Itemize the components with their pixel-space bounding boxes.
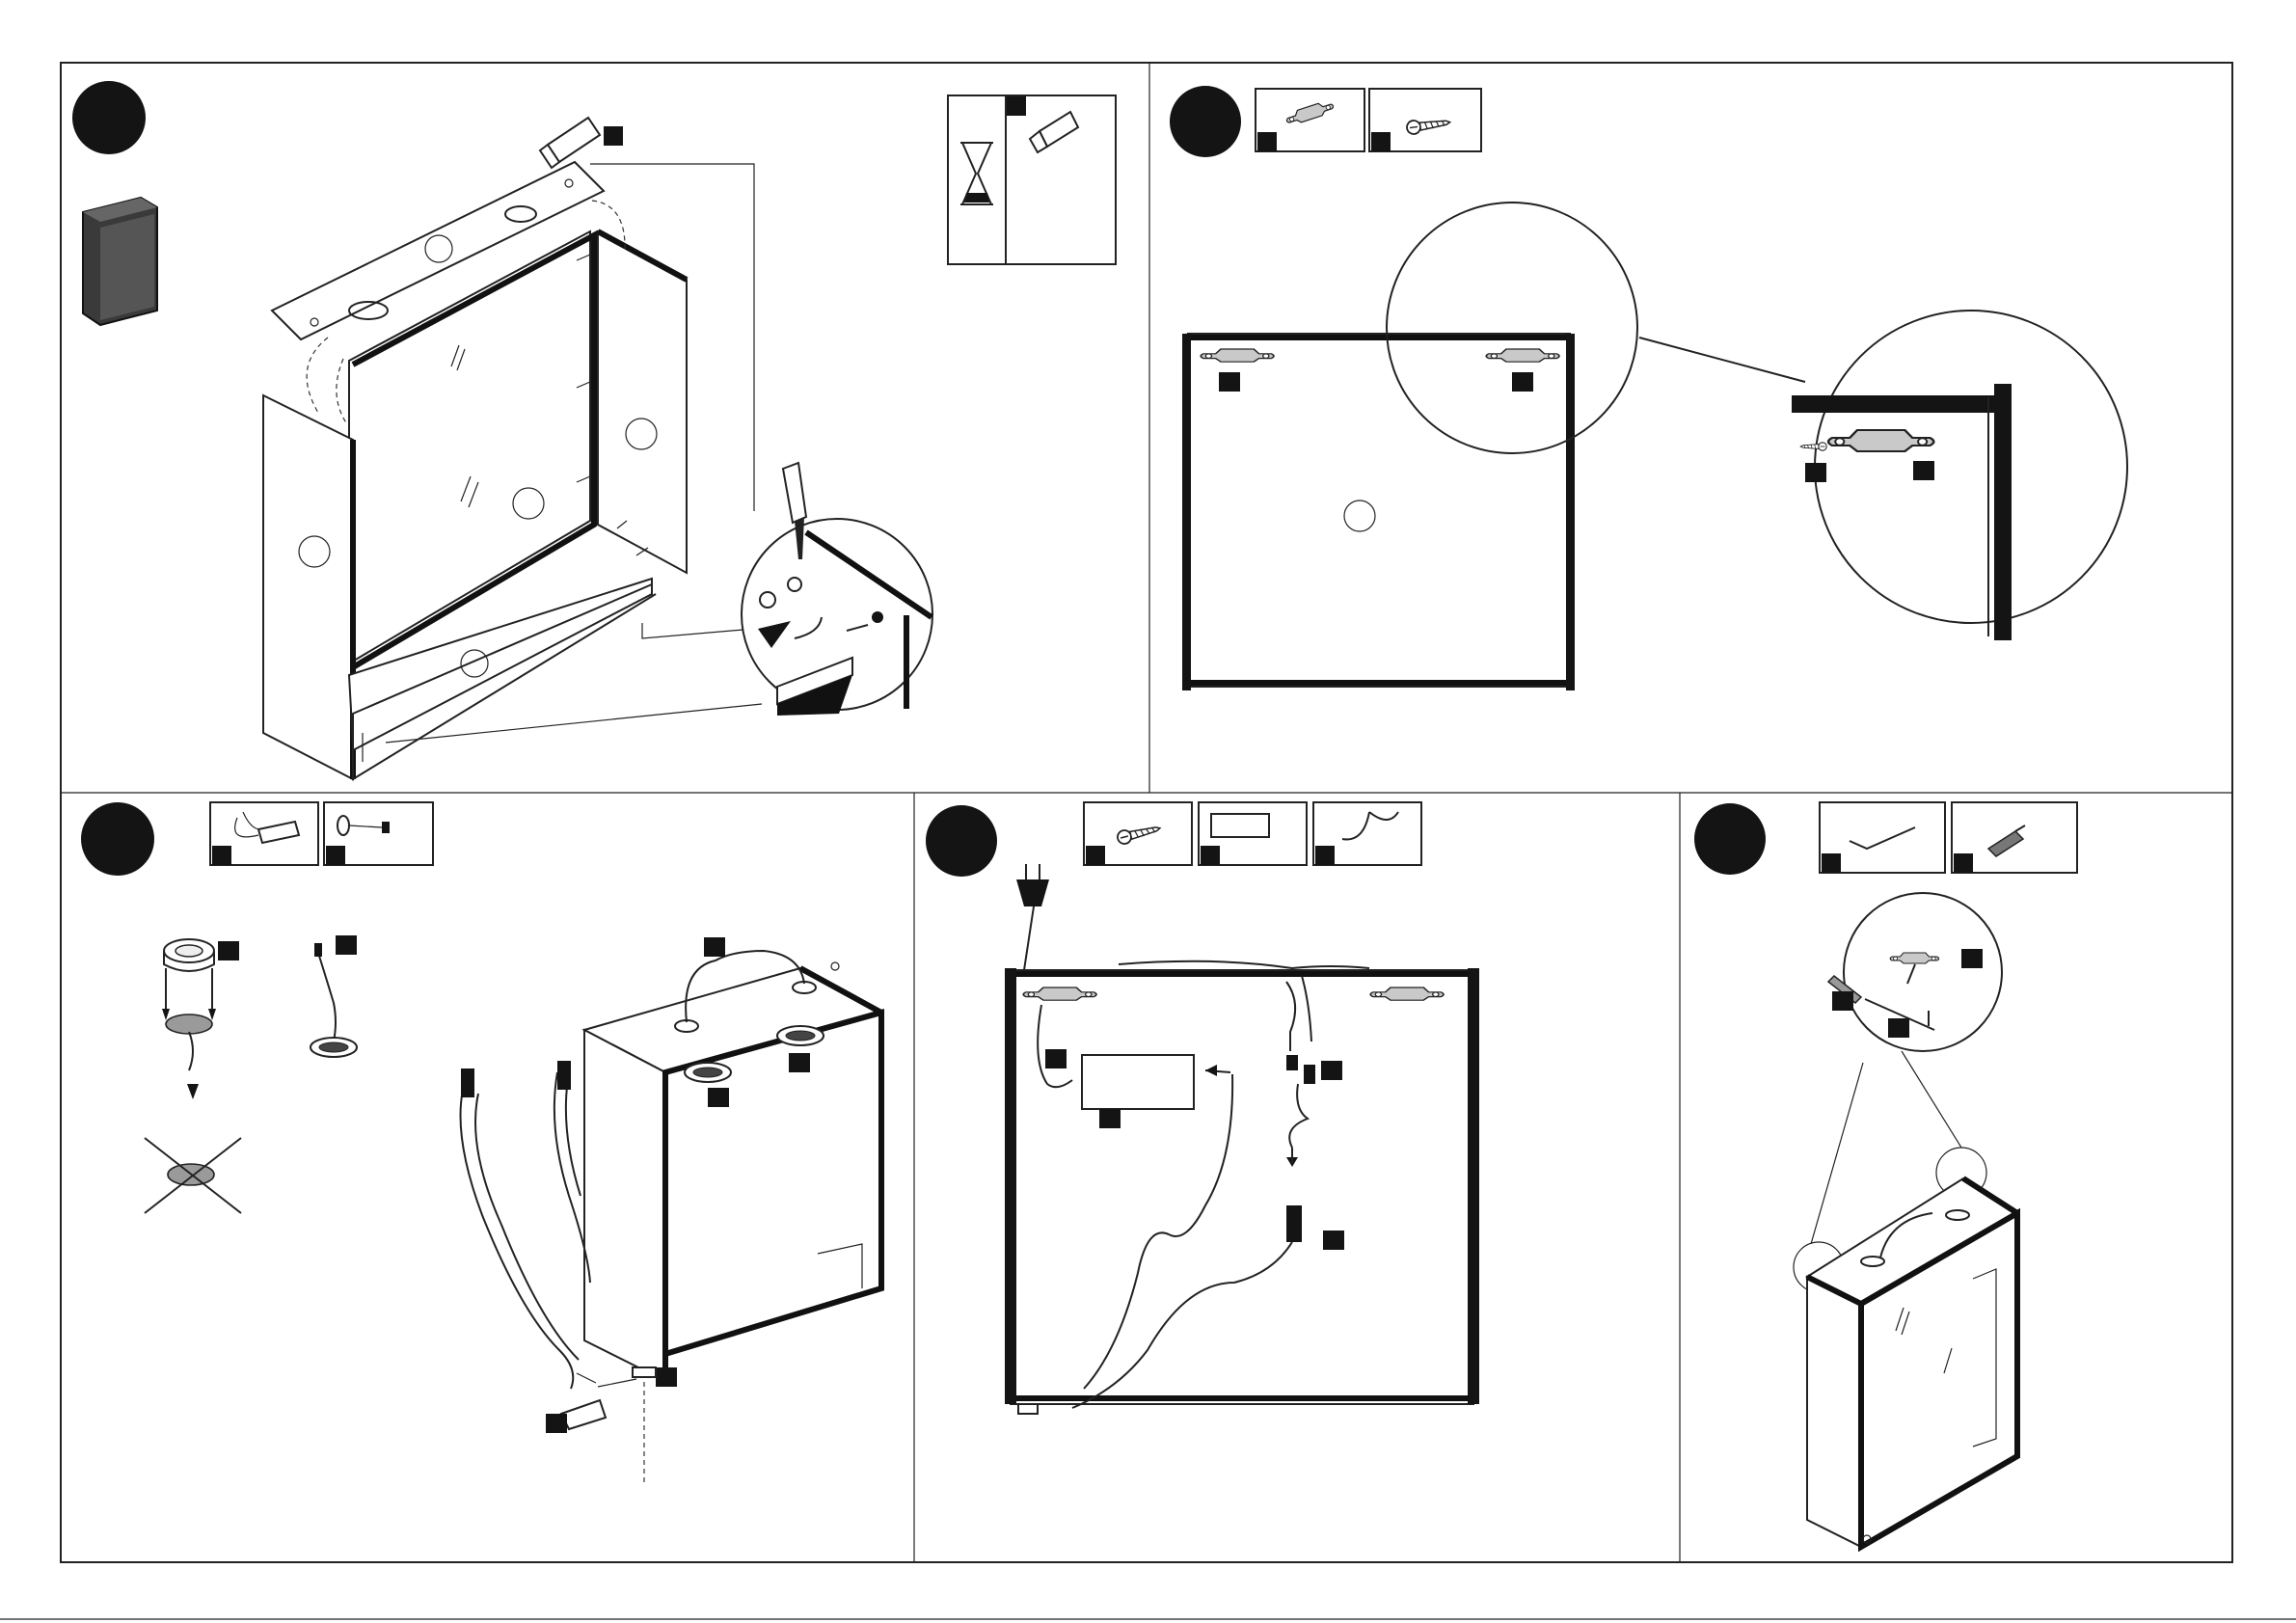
cabinet-thumbnail bbox=[83, 198, 157, 325]
parts-box-puck-cable bbox=[324, 802, 433, 865]
step-marker-1 bbox=[72, 81, 146, 154]
left-side-panel bbox=[263, 395, 353, 779]
hex-key-icon bbox=[1850, 827, 1915, 849]
cabinet-mounted bbox=[1807, 1178, 2017, 1547]
cabinet-lit-view bbox=[584, 937, 881, 1381]
tube-icon bbox=[1030, 112, 1078, 152]
screw-icon bbox=[1406, 116, 1451, 135]
glue-tube-icon bbox=[540, 118, 600, 168]
power-supply-box-icon bbox=[1211, 814, 1269, 837]
puck-light-exploded bbox=[162, 939, 239, 1099]
step-marker-4 bbox=[926, 805, 997, 877]
panel-3 bbox=[81, 802, 881, 1485]
step-marker-2 bbox=[1170, 86, 1241, 157]
parts-box-power-supply bbox=[1199, 802, 1307, 865]
parts-box-connector bbox=[210, 802, 318, 865]
parts-box-bracket bbox=[1256, 89, 1364, 151]
parts-box-wall-plug bbox=[1952, 802, 2077, 873]
panel-1 bbox=[72, 81, 1116, 779]
cable-icon bbox=[1342, 812, 1398, 839]
panel-5 bbox=[1694, 802, 2077, 1547]
bracket-icon bbox=[1284, 99, 1335, 126]
zoom-detail-screwdriver bbox=[742, 463, 932, 716]
parts-box-screw-4 bbox=[1084, 802, 1192, 865]
zoom-detail-anchor bbox=[1828, 893, 2002, 1051]
connector-block-icon bbox=[235, 812, 299, 843]
wall-plug-icon bbox=[1988, 825, 2025, 856]
cabinet-back-view bbox=[1182, 334, 1575, 690]
glue-dry-time-box bbox=[948, 95, 1116, 264]
no-symbol-icon bbox=[145, 1138, 241, 1213]
cabinet-wiring-view bbox=[1005, 961, 1479, 1414]
step-marker-3 bbox=[81, 802, 154, 876]
zoom-detail-bracket bbox=[1792, 311, 2127, 640]
part-marker-glue bbox=[604, 126, 623, 146]
puck-with-cable bbox=[311, 935, 357, 1057]
parts-box-hex-key bbox=[1820, 802, 1945, 873]
panel-4 bbox=[926, 802, 1479, 1414]
puck-light-cable-icon bbox=[338, 816, 390, 835]
power-plug-icon bbox=[1016, 864, 1049, 906]
step-marker-5 bbox=[1694, 803, 1766, 875]
parts-box-cable bbox=[1313, 802, 1421, 865]
panel-2 bbox=[1170, 86, 2127, 690]
right-side-panel bbox=[598, 231, 687, 573]
part-marker-hint bbox=[1007, 96, 1026, 116]
parts-box-screw bbox=[1369, 89, 1481, 151]
hourglass-icon bbox=[960, 143, 993, 204]
